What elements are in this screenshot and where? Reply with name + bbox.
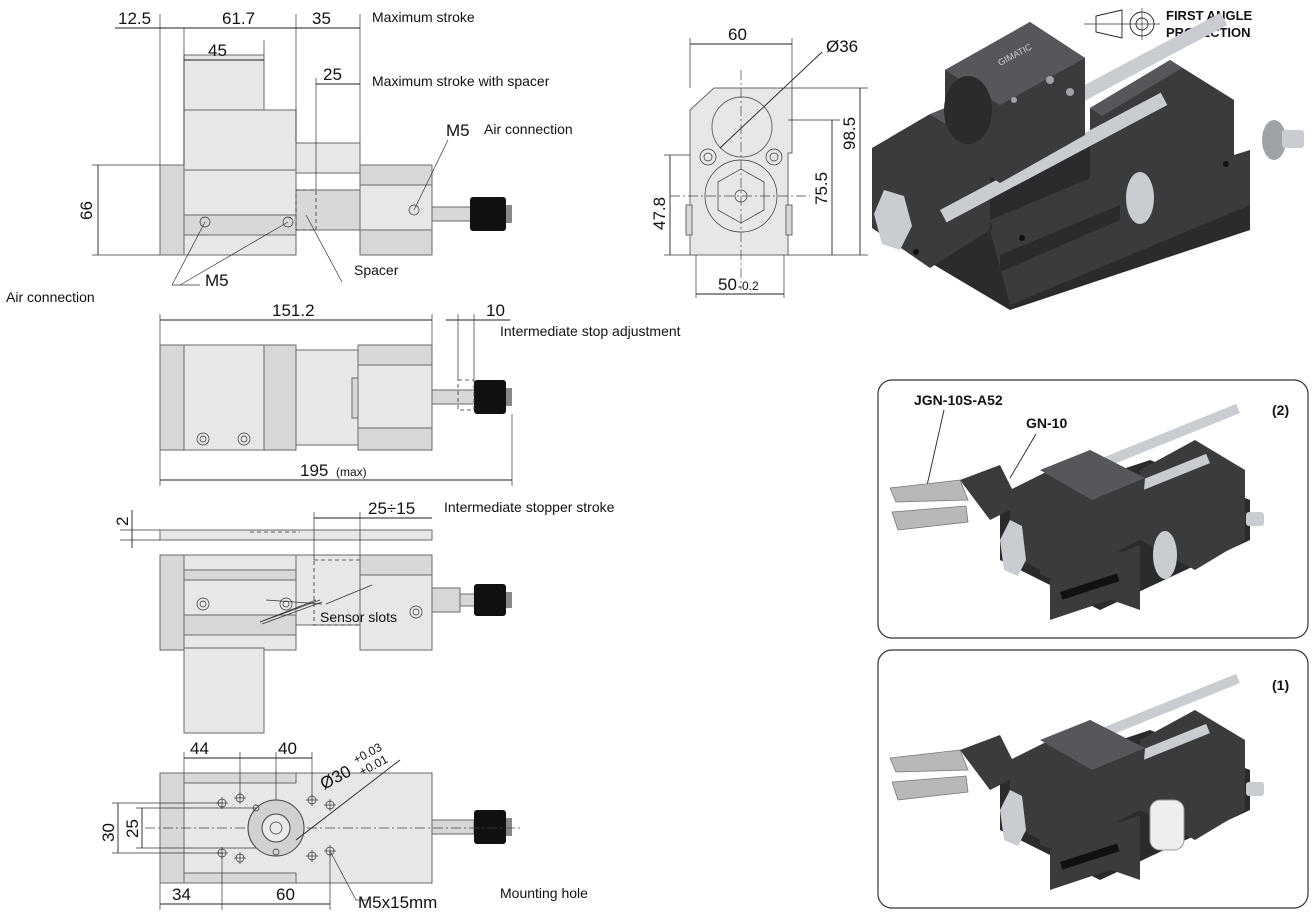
tv-step: [351, 377, 359, 419]
top-view: 151.2 10 Intermediate stop adjustment 19…: [159, 301, 681, 486]
tv-end-right-bottom: [357, 427, 433, 451]
product-render: GIMATIC: [872, 12, 1304, 310]
label-air-connection-left: Air connection: [6, 289, 95, 305]
dim-35: 35: [312, 9, 331, 28]
end-hole-left: [699, 148, 717, 166]
dim-195-note: (max): [336, 465, 367, 479]
dim-25-spacer: 25: [323, 65, 342, 84]
side-view-top: 12.5 61.7 35 45 25 66 Maximum stroke Max…: [6, 9, 573, 305]
tv-end-right-top: [357, 344, 433, 366]
dim-34: 34: [172, 885, 191, 904]
bv-top-plate: [159, 529, 433, 541]
dim-45: 45: [208, 41, 227, 60]
dim-47-8: 47.8: [650, 197, 669, 230]
dim-98-5: 98.5: [840, 117, 859, 150]
variant-2-panel: (2) JGN-10S-A52 GN-10: [877, 379, 1309, 639]
bv-end-left: [159, 554, 185, 651]
dim-44: 44: [190, 739, 209, 758]
label-m5x15: M5x15mm: [358, 893, 437, 912]
end-cap-left: [159, 164, 185, 256]
mv-bottom-band: [183, 872, 297, 884]
port-3: [408, 204, 420, 216]
dim-dia-36: Ø36: [826, 37, 858, 56]
variant-1-tag: (1): [1272, 677, 1289, 693]
label-intermediate-stop: Intermediate stop adjustment: [500, 323, 681, 339]
label-intermediate-stopper-stroke: Intermediate stopper stroke: [444, 499, 615, 515]
end-block-top: [359, 164, 433, 186]
dim-50: 50: [718, 275, 737, 294]
port-2: [282, 216, 294, 228]
bv-tail: [183, 647, 265, 734]
dim-10: 10: [486, 301, 505, 320]
mv-rod: [431, 819, 475, 835]
label-max-stroke: Maximum stroke: [372, 9, 475, 25]
bottom-view: 44 40 Ø30 +0.03 +0.01 30 25 34 60 M5x15m…: [99, 739, 588, 912]
tv-middle: [295, 349, 359, 446]
side-view-bottom: 2 25÷15 Intermediate stopper stroke Sens…: [113, 499, 615, 734]
label-m5-top: M5: [446, 121, 470, 140]
dim-195: 195: [300, 461, 328, 480]
label-air-connection-top: Air connection: [484, 121, 573, 137]
label-m5-left: M5: [205, 271, 229, 290]
dim-66: 66: [77, 201, 96, 220]
carriage-block: [183, 164, 297, 256]
end-side-left: [685, 204, 693, 236]
tv-knob: [474, 380, 506, 414]
dim-50-tol: -0.2: [738, 279, 759, 293]
adjust-knob: [470, 197, 506, 231]
mv-knob: [474, 810, 506, 844]
label-max-stroke-spacer: Maximum stroke with spacer: [372, 73, 550, 89]
bv-boss: [431, 587, 461, 613]
end-hole-right: [765, 148, 783, 166]
variant-1-panel: (1): [877, 649, 1309, 909]
dim-60-bottom: 60: [276, 885, 295, 904]
label-sensor-slots: Sensor slots: [320, 609, 397, 625]
projection-line-1: FIRST ANGLE: [1166, 8, 1253, 23]
dim-2: 2: [113, 517, 132, 526]
bv-end-right-top: [359, 554, 433, 576]
projection-symbol: FIRST ANGLE PROJECTION: [1084, 8, 1253, 40]
end-side-right: [785, 204, 793, 236]
variant-2-part-a: JGN-10S-A52: [914, 392, 1003, 408]
dim-12-5: 12.5: [118, 9, 151, 28]
dim-25-15: 25÷15: [368, 499, 415, 518]
end-view: 60 Ø36 98.5 75.5 47.8 50 -0.2: [650, 25, 868, 298]
bv-knob: [474, 584, 506, 616]
port-1: [199, 216, 211, 228]
tv-end-left: [159, 344, 185, 451]
bv-rod: [459, 593, 477, 607]
dim-61-7: 61.7: [222, 9, 255, 28]
carriage-mid: [183, 109, 297, 171]
tv-rod: [431, 389, 477, 405]
bv-middle: [295, 554, 361, 626]
spacer-hidden: [295, 189, 317, 231]
center-bar: [295, 189, 361, 231]
dim-30: 30: [99, 823, 118, 842]
dim-25: 25: [123, 819, 142, 838]
adjust-rod: [431, 206, 473, 222]
dim-40: 40: [278, 739, 297, 758]
tv-carriage: [183, 344, 265, 451]
rod-upper: [295, 142, 361, 174]
variant-2-tag: (2): [1272, 402, 1289, 418]
dim-60-end: 60: [728, 25, 747, 44]
end-block-bottom: [359, 229, 433, 256]
label-spacer: Spacer: [354, 262, 399, 278]
bv-carriage-band: [183, 569, 297, 581]
tv-carriage-right: [263, 344, 297, 451]
knob-tip: [506, 205, 512, 223]
variant-2-part-b: GN-10: [1026, 415, 1067, 431]
label-mounting-hole: Mounting hole: [500, 885, 588, 901]
dim-151-2: 151.2: [272, 301, 315, 320]
dim-75-5: 75.5: [812, 172, 831, 205]
